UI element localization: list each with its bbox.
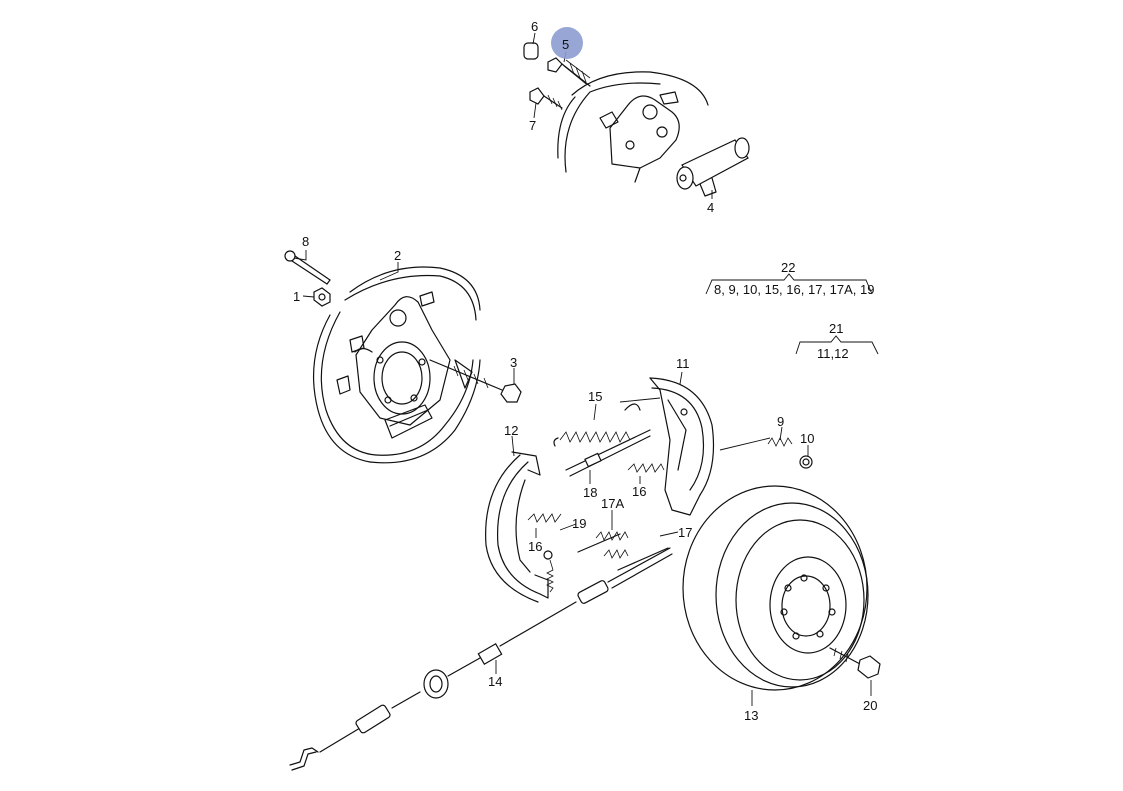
parking-brake-cable <box>289 547 673 771</box>
backing-plate <box>312 266 481 464</box>
callout-17a[interactable]: 17A <box>601 496 624 511</box>
callout-7[interactable]: 7 <box>529 118 536 133</box>
drum-bolt <box>829 647 881 679</box>
callout-21[interactable]: 21 <box>829 321 843 336</box>
callout-16a[interactable]: 16 <box>632 484 646 499</box>
callout-12[interactable]: 12 <box>504 423 518 438</box>
axle-pin <box>284 250 331 285</box>
callout-1[interactable]: 1 <box>293 289 300 304</box>
callout-4[interactable]: 4 <box>707 200 714 215</box>
callout-20[interactable]: 20 <box>863 698 877 713</box>
callout-15[interactable]: 15 <box>588 389 602 404</box>
nut <box>313 287 331 307</box>
group-bracket-21 <box>795 335 879 355</box>
brake-shoe-front <box>649 377 715 516</box>
callout-19[interactable]: 19 <box>572 516 586 531</box>
callout-17[interactable]: 17 <box>678 525 692 540</box>
callout-5[interactable]: 5 <box>562 37 569 52</box>
callout-16b[interactable]: 16 <box>528 539 542 554</box>
callout-18[interactable]: 18 <box>583 485 597 500</box>
group-22-list: 8, 9, 10, 15, 16, 17, 17A, 19 <box>714 282 874 297</box>
callout-6[interactable]: 6 <box>531 19 538 34</box>
callout-9[interactable]: 9 <box>777 414 784 429</box>
group-bracket-22 <box>705 273 873 295</box>
brake-shoe-rear <box>485 451 549 603</box>
group-21-list: 11,12 <box>817 346 849 361</box>
upper-mounting-bolt <box>529 87 563 111</box>
callout-labels: 1 2 3 4 5 6 7 8 9 10 11 12 13 14 15 16 1… <box>293 19 877 723</box>
callout-13[interactable]: 13 <box>744 708 758 723</box>
callout-3[interactable]: 3 <box>510 355 517 370</box>
callout-2[interactable]: 2 <box>394 248 401 263</box>
callout-14[interactable]: 14 <box>488 674 502 689</box>
springs <box>527 403 669 593</box>
callout-22[interactable]: 22 <box>781 260 795 275</box>
wheel-cylinder <box>676 137 750 197</box>
bleed-screw <box>523 42 591 87</box>
leader-lines <box>293 32 872 706</box>
upper-backing-plate-assembly <box>557 71 709 183</box>
callout-8[interactable]: 8 <box>302 234 309 249</box>
callout-10[interactable]: 10 <box>800 431 814 446</box>
brake-drum <box>682 485 869 691</box>
highlight-marker-5 <box>551 27 583 59</box>
callout-11[interactable]: 11 <box>676 356 690 371</box>
plate-bolt <box>429 359 522 403</box>
